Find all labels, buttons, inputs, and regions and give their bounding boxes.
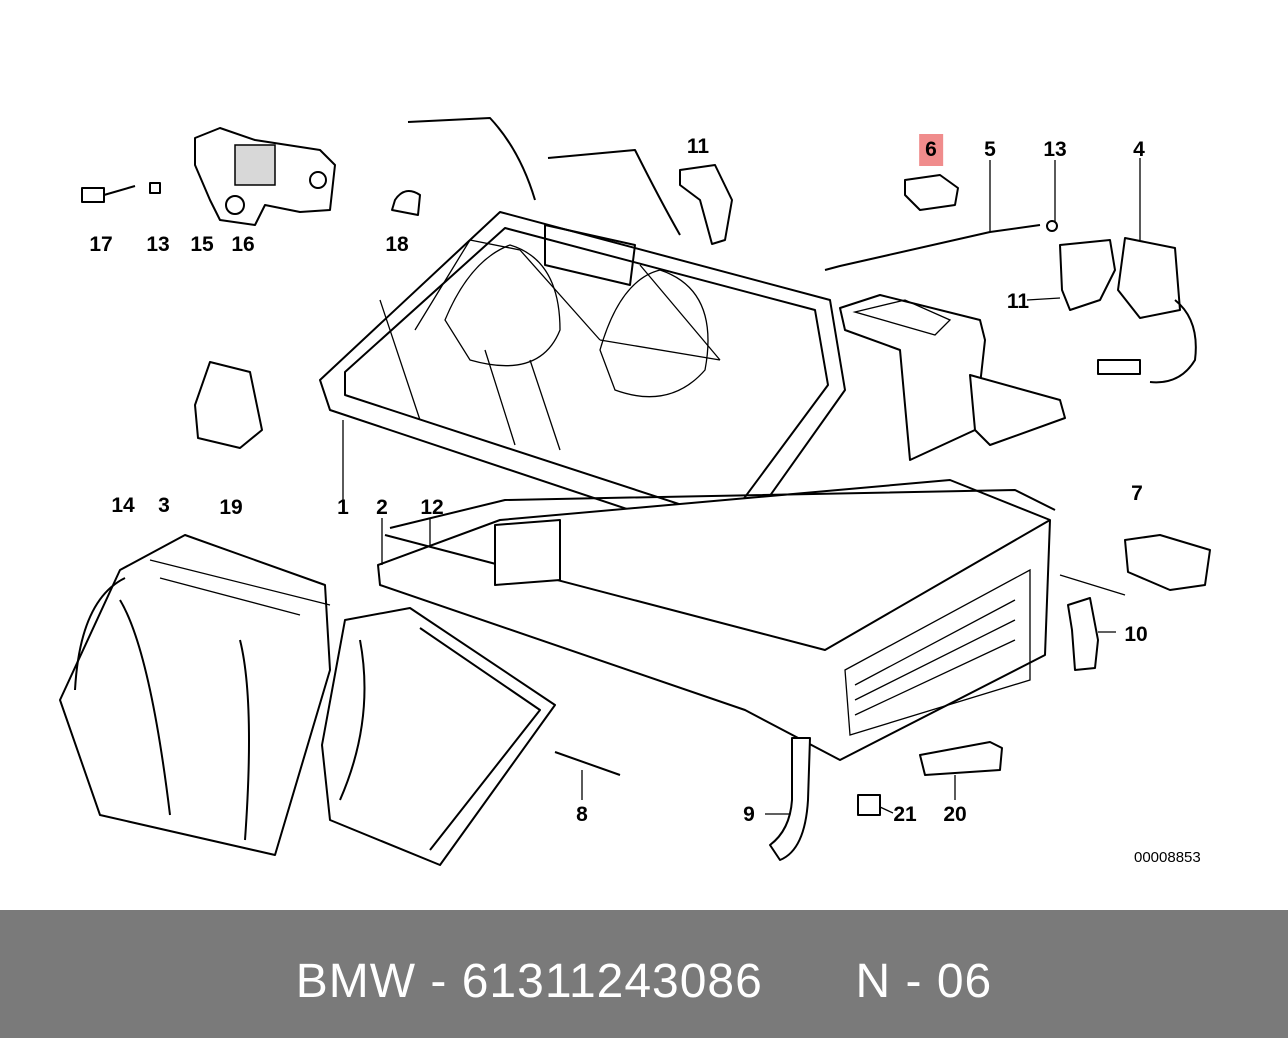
callout-1: 1 (337, 496, 349, 519)
footer-bar: BMW - 61311243086 N - 06 (0, 910, 1288, 1038)
rod (554, 751, 621, 776)
leader-lines (342, 158, 1141, 815)
callout-6-highlighted: 6 (919, 134, 943, 166)
callout-12: 12 (420, 496, 444, 519)
relay (904, 174, 959, 211)
callout-11-right: 11 (1006, 290, 1030, 313)
variant-code: N - 06 (855, 955, 993, 1008)
small-clip (857, 794, 881, 816)
callout-3: 3 (158, 494, 170, 517)
callout-15: 15 (190, 233, 214, 256)
footer-caption: BMW - 61311243086 N - 06 (0, 954, 1288, 1009)
callout-2: 2 (376, 496, 388, 519)
clip (391, 190, 421, 216)
drain-elbow (1067, 597, 1099, 671)
callout-11-top: 11 (686, 135, 710, 158)
parts-diagram: 1 2 3 4 5 6 7 8 9 10 11 11 12 13 13 14 1… (59, 117, 1211, 866)
callout-14: 14 (111, 494, 135, 517)
heater-housing (319, 211, 846, 546)
callout-13-left: 13 (146, 233, 170, 256)
part-number: 61311243086 (461, 955, 763, 1008)
drain-hose (769, 737, 811, 861)
callout-10: 10 (1124, 623, 1148, 646)
filter-block (919, 741, 1003, 776)
callout-16: 16 (231, 233, 255, 256)
callout-21: 21 (893, 803, 917, 826)
callout-7: 7 (1131, 482, 1143, 505)
callout-19: 19 (219, 496, 243, 519)
callout-8: 8 (576, 803, 588, 826)
diagram-reference-number: 00008853 (1134, 849, 1201, 866)
actuator-assembly (194, 127, 336, 226)
callout-18: 18 (385, 233, 409, 256)
switch (1059, 534, 1211, 596)
lower-tray (377, 479, 1056, 761)
callout-9: 9 (743, 803, 755, 826)
separator: - (430, 955, 448, 1008)
callout-20: 20 (943, 803, 967, 826)
callout-5: 5 (984, 138, 996, 161)
callout-17: 17 (89, 233, 113, 256)
air-duct (839, 294, 1066, 461)
callout-13-right: 13 (1043, 138, 1067, 161)
motor-assembly (1059, 237, 1197, 384)
blower-shroud (59, 534, 331, 856)
bracket (679, 164, 733, 245)
small-connector (81, 182, 161, 203)
blower-shroud-half (321, 607, 556, 866)
exploded-view-drawing (59, 117, 1211, 866)
control-cables (407, 117, 681, 236)
callout-4: 4 (1133, 138, 1145, 161)
resistor-block (194, 361, 263, 449)
brand-name: BMW (295, 955, 417, 1008)
sensor-cable (824, 220, 1058, 271)
